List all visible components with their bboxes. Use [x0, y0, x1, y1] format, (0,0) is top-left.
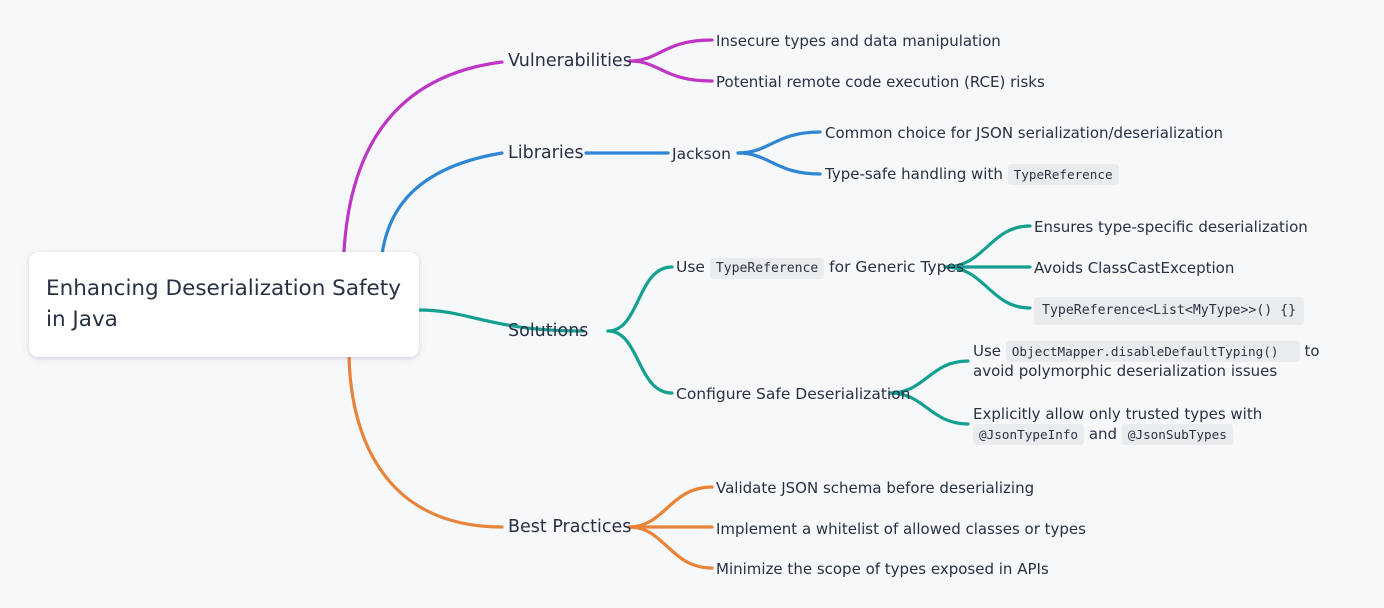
node-type-safe-handling[interactable]: Type-safe handling with TypeReference — [825, 164, 1119, 185]
node-typereference-snippet[interactable]: TypeReference<List<MyType>>() {} — [1034, 297, 1305, 325]
edge-solutions-child1 — [606, 265, 674, 333]
node-jackson[interactable]: Jackson — [672, 144, 731, 165]
node-trusted-types-annotations[interactable]: Explicitly allow only trusted types with… — [973, 404, 1345, 446]
node-validate-json-schema[interactable]: Validate JSON schema before deserializin… — [716, 478, 1034, 498]
node-ensures-type-specific-label: Ensures type-specific deserialization — [1034, 218, 1308, 236]
node-solutions[interactable]: Solutions — [508, 320, 588, 344]
edge-jackson-leaf1 — [736, 130, 822, 155]
code-badge-typereference-generic: TypeReference — [709, 258, 825, 279]
node-disable-default-typing-prefix: Use — [973, 342, 1006, 360]
node-minimize-scope[interactable]: Minimize the scope of types exposed in A… — [716, 559, 1049, 579]
node-configure-safe-deserialization[interactable]: Configure Safe Deserialization — [676, 384, 911, 405]
node-libraries[interactable]: Libraries — [508, 142, 584, 166]
code-block-typereference-list: TypeReference<List<MyType>>() {} — [1034, 297, 1305, 325]
node-minimize-scope-label: Minimize the scope of types exposed in A… — [716, 560, 1049, 578]
edge-vulnerabilities-leaf2 — [628, 59, 714, 83]
node-rce-risks-label: Potential remote code execution (RCE) ri… — [716, 73, 1045, 91]
node-validate-json-schema-label: Validate JSON schema before deserializin… — [716, 479, 1035, 497]
node-use-typereference-generic[interactable]: Use TypeReference for Generic Types — [676, 257, 965, 279]
node-use-typereference-suffix: for Generic Types — [824, 258, 965, 276]
root-node[interactable]: Enhancing Deserialization Safety in Java — [29, 252, 419, 358]
edge-vulnerabilities-leaf1 — [628, 38, 714, 63]
node-best-practices[interactable]: Best Practices — [508, 516, 631, 540]
node-disable-default-typing-suffix: to avoid polymorphic deserialization iss… — [973, 342, 1320, 381]
node-avoids-classcastexception[interactable]: Avoids ClassCastException — [1034, 258, 1234, 278]
node-disable-default-typing[interactable]: Use ObjectMapper.disableDefaultTyping() … — [973, 341, 1345, 382]
node-common-choice-json-label: Common choice for JSON serialization/des… — [825, 124, 1224, 142]
node-type-safe-handling-label: Type-safe handling with — [825, 165, 1008, 183]
node-trusted-types-prefix: Explicitly allow only trusted types with — [973, 405, 1263, 423]
code-badge-typereference: TypeReference — [1007, 164, 1119, 185]
code-badge-jsonsubtypes: @JsonSubTypes — [1121, 424, 1233, 446]
node-implement-whitelist-label: Implement a whitelist of allowed classes… — [716, 520, 1086, 538]
node-insecure-types[interactable]: Insecure types and data manipulation — [716, 31, 1001, 51]
node-jackson-label: Jackson — [672, 145, 731, 163]
node-rce-risks[interactable]: Potential remote code execution (RCE) ri… — [716, 72, 1045, 92]
code-badge-objectmapper-disabledefaulttyping: ObjectMapper.disableDefaultTyping() — [1005, 341, 1300, 362]
node-solutions-label: Solutions — [508, 321, 589, 341]
node-implement-whitelist[interactable]: Implement a whitelist of allowed classes… — [716, 519, 1086, 539]
root-node-label: Enhancing Deserialization Safety in Java — [46, 276, 401, 332]
node-use-typereference-prefix: Use — [676, 258, 710, 276]
node-best-practices-label: Best Practices — [508, 517, 632, 537]
node-libraries-label: Libraries — [508, 143, 584, 163]
node-avoids-classcastexception-label: Avoids ClassCastException — [1034, 259, 1235, 277]
edge-root-vulnerabilities — [341, 60, 504, 285]
edge-bestpractices-leaf3 — [627, 525, 714, 570]
node-common-choice-json[interactable]: Common choice for JSON serialization/des… — [825, 123, 1223, 143]
node-trusted-types-middle: and — [1084, 425, 1122, 444]
node-insecure-types-label: Insecure types and data manipulation — [716, 32, 1001, 50]
node-vulnerabilities-label: Vulnerabilities — [508, 51, 632, 71]
node-vulnerabilities[interactable]: Vulnerabilities — [508, 50, 632, 74]
code-badge-jsontypeinfo: @JsonTypeInfo — [973, 424, 1085, 446]
node-ensures-type-specific[interactable]: Ensures type-specific deserialization — [1034, 217, 1308, 237]
edge-root-bestpractices — [347, 348, 504, 529]
edge-bestpractices-leaf1 — [627, 485, 714, 529]
edge-solutions-child2 — [606, 329, 674, 395]
edge-jackson-leaf2 — [736, 151, 822, 176]
node-configure-safe-deserialization-label: Configure Safe Deserialization — [676, 385, 911, 403]
